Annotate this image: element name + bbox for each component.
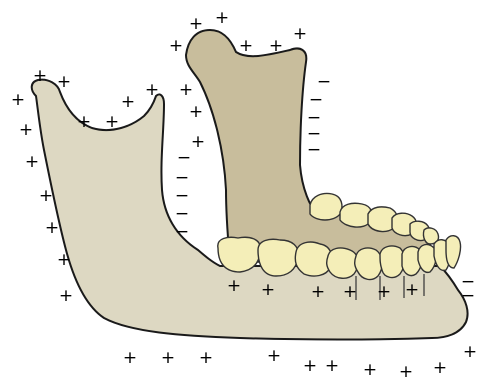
plus-sign: + <box>11 90 25 110</box>
plus-sign: + <box>261 280 275 300</box>
plus-sign: + <box>59 286 73 306</box>
plus-sign: + <box>399 362 413 378</box>
plus-sign: + <box>267 346 281 366</box>
plus-sign: + <box>123 348 137 368</box>
minus-sign: − <box>175 204 189 224</box>
plus-sign: + <box>179 80 193 100</box>
plus-sign: + <box>189 102 203 122</box>
plus-sign: + <box>45 218 59 238</box>
plus-sign: + <box>39 186 53 206</box>
plus-sign: + <box>433 358 447 378</box>
plus-sign: + <box>33 66 47 86</box>
minus-sign: − <box>317 72 331 92</box>
plus-sign: + <box>57 72 71 92</box>
plus-sign: + <box>191 132 205 152</box>
minus-sign: − <box>307 140 321 160</box>
plus-sign: + <box>161 348 175 368</box>
plus-sign: + <box>199 348 213 368</box>
plus-sign: + <box>293 24 307 44</box>
plus-sign: + <box>463 342 477 362</box>
plus-sign: + <box>57 250 71 270</box>
plus-sign: + <box>215 8 229 28</box>
plus-sign: + <box>363 360 377 378</box>
plus-sign: + <box>189 14 203 34</box>
plus-sign: + <box>121 92 135 112</box>
plus-sign: + <box>239 36 253 56</box>
plus-sign: + <box>169 36 183 56</box>
plus-sign: + <box>377 282 391 302</box>
plus-sign: + <box>303 356 317 376</box>
plus-sign: + <box>145 80 159 100</box>
plus-sign: + <box>405 280 419 300</box>
minus-sign: − <box>175 222 189 242</box>
minus-sign: − <box>175 168 189 188</box>
plus-sign: + <box>343 282 357 302</box>
plus-sign: + <box>105 112 119 132</box>
plus-sign: + <box>269 36 283 56</box>
minus-sign: − <box>177 148 191 168</box>
plus-sign: + <box>25 152 39 172</box>
minus-sign: − <box>461 286 475 306</box>
plus-sign: + <box>311 282 325 302</box>
minus-sign: − <box>175 186 189 206</box>
plus-sign: + <box>227 276 241 296</box>
plus-sign: + <box>77 112 91 132</box>
plus-sign: + <box>325 356 339 376</box>
minus-sign: − <box>309 90 323 110</box>
plus-sign: + <box>19 120 33 140</box>
